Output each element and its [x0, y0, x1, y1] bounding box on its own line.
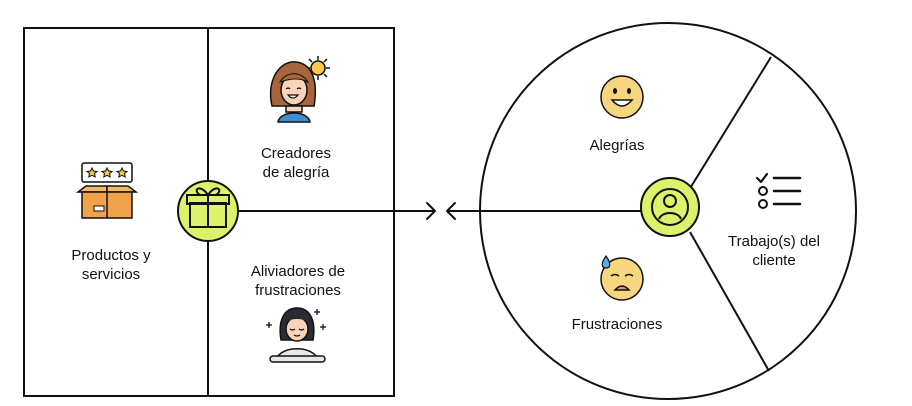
checklist-icon: [755, 172, 802, 209]
jobs-label: Trabajo(s) del cliente: [728, 233, 820, 269]
user-icon: [640, 177, 700, 237]
gains-label: Alegrías: [589, 137, 645, 154]
pain-relievers-label: Aliviadores de frustraciones: [250, 263, 346, 299]
customer-profile-circle: [479, 22, 857, 400]
arrow-right-icon: [426, 202, 436, 220]
customer-profile-divider-bottom: [689, 231, 770, 372]
happy-woman-with-sun-icon: [269, 56, 330, 123]
meditating-woman-icon: [266, 307, 326, 363]
gain-creators-label: Creadores de alegría: [260, 145, 332, 181]
customer-profile-divider-top: [688, 56, 772, 191]
product-box-with-stars-icon: [75, 162, 139, 219]
pains-label: Frustraciones: [571, 316, 663, 333]
gift-icon: [177, 180, 239, 242]
smiling-face-icon: [600, 75, 644, 119]
products-services-label: Productos y servicios: [71, 247, 151, 283]
arrow-left-icon: [446, 202, 456, 220]
worried-face-icon: [600, 254, 644, 301]
